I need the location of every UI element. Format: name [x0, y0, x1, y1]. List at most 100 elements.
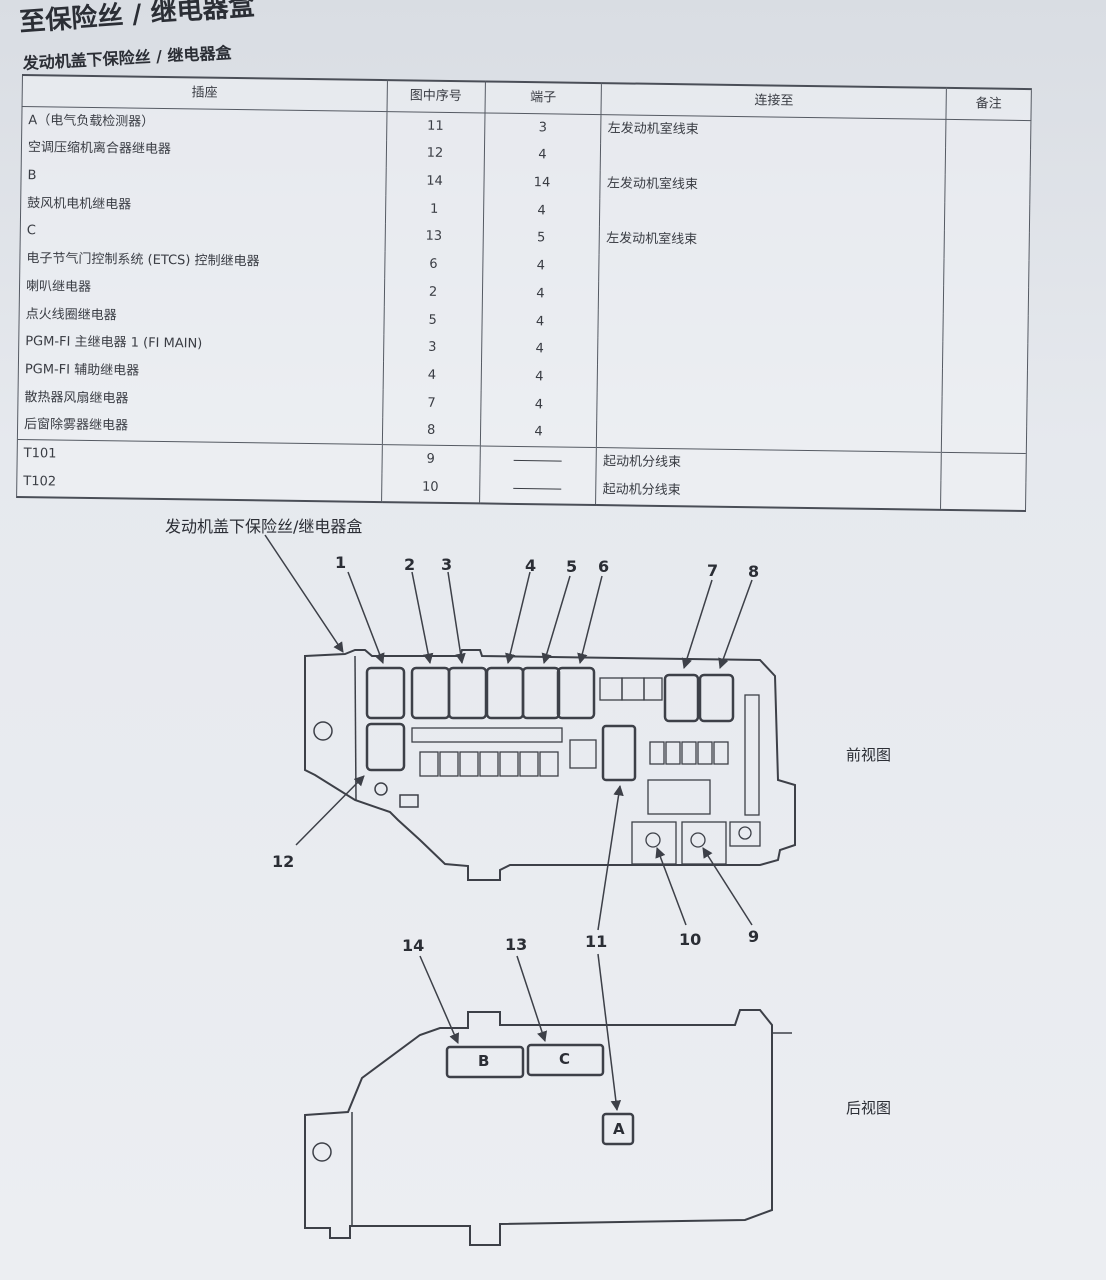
front-view-label: 前视图 — [846, 746, 892, 764]
cell-index: 6 — [384, 250, 483, 280]
relay-2 — [410, 666, 451, 720]
section-title: 至保险丝 / 继电器盒 — [18, 0, 256, 38]
header-connects-to: 连接至 — [601, 83, 947, 120]
callout-11: 11 — [585, 932, 608, 951]
table-title: 发动机盖下保险丝 / 继电器盒 — [22, 43, 232, 73]
cell-notes — [944, 230, 1030, 260]
cell-notes — [945, 119, 1031, 149]
callout-10: 10 — [679, 930, 702, 949]
callout-13: 13 — [505, 935, 528, 954]
header-terminals: 端子 — [484, 81, 602, 115]
cell-connector: PGM-FI 主继电器 1 (FI MAIN) — [18, 328, 384, 362]
callout-7: 7 — [707, 561, 719, 580]
connector-table: 插座 图中序号 端子 连接至 备注 A（电气负载检测器） 11 3 左发动机室线… — [16, 74, 1032, 513]
cell-index: 12 — [385, 139, 485, 169]
connector-b — [445, 1045, 525, 1079]
mount-hole-icon — [313, 721, 333, 741]
callout-2: 2 — [404, 555, 416, 574]
cell-connects-to: 左发动机室线束 — [600, 170, 946, 204]
connector-c — [526, 1043, 605, 1077]
callout-3: 3 — [441, 555, 453, 574]
front-view-housing — [304, 649, 796, 881]
fuse-box-diagram — [264, 534, 796, 1246]
cell-index: 7 — [382, 389, 481, 419]
callout-9: 9 — [748, 927, 760, 946]
cell-connects-to: 左发动机室线束 — [601, 114, 946, 148]
cell-connector: 点火线圈继电器 — [18, 300, 384, 334]
relay-1 — [365, 666, 406, 720]
cell-notes — [943, 258, 1030, 288]
cell-terminals: 4 — [480, 390, 598, 420]
cell-index: 2 — [383, 278, 483, 308]
relay-12 — [365, 722, 406, 772]
cell-connector: 鼓风机电机继电器 — [20, 190, 386, 223]
relay-8 — [698, 673, 735, 723]
cell-notes — [940, 452, 1027, 483]
cell-connector: T102 — [16, 468, 382, 503]
connector-label-b: B — [478, 1052, 490, 1070]
cell-index: 3 — [383, 333, 482, 363]
cell-terminals: 4 — [483, 141, 602, 171]
header-connector: 插座 — [22, 75, 388, 112]
relay-6 — [556, 666, 596, 720]
cell-index: 10 — [381, 473, 480, 504]
cell-terminals: 4 — [479, 418, 598, 449]
relay-3 — [447, 666, 488, 720]
cell-index: 1 — [385, 195, 484, 225]
connector-label-a: A — [613, 1120, 625, 1138]
rear-view-housing — [304, 1009, 773, 1246]
cell-notes — [944, 203, 1030, 232]
callout-4: 4 — [525, 556, 537, 575]
cell-index: 14 — [385, 167, 484, 197]
cell-index: 8 — [381, 416, 481, 447]
cell-notes — [942, 313, 1029, 343]
cell-terminals: 4 — [482, 196, 601, 226]
cell-index: 11 — [386, 111, 485, 142]
dash-mark — [514, 459, 563, 462]
cell-terminals: 5 — [482, 224, 600, 254]
header-notes: 备注 — [945, 87, 1032, 121]
cell-notes — [942, 369, 1028, 399]
cell-notes — [941, 424, 1027, 455]
callout-8: 8 — [748, 562, 760, 581]
cell-index: 4 — [382, 361, 482, 391]
relay-7 — [663, 673, 700, 723]
box-label: 发动机盖下保险丝/继电器盒 — [165, 517, 363, 536]
dash-mark — [513, 487, 562, 490]
cell-terminals: 4 — [480, 362, 598, 393]
cell-terminals: 4 — [481, 279, 600, 310]
relay-4 — [485, 666, 525, 720]
cell-index: 5 — [383, 306, 482, 336]
cell-notes — [945, 147, 1031, 177]
callout-5: 5 — [566, 557, 578, 576]
cell-notes — [944, 175, 1031, 205]
cell-terminals: 4 — [481, 307, 599, 337]
mount-hole-icon — [312, 1142, 332, 1162]
callout-12: 12 — [272, 852, 295, 871]
relay-5 — [521, 666, 561, 720]
cell-terminals: 4 — [482, 251, 600, 282]
connector-a-front — [601, 724, 637, 782]
callout-6: 6 — [598, 557, 610, 576]
relay-row — [365, 666, 735, 782]
callout-14: 14 — [402, 936, 425, 955]
cell-connector: 电子节气门控制系统 (ETCS) 控制继电器 — [19, 245, 385, 279]
cell-connects-to: 起动机分线束 — [596, 448, 942, 482]
cell-terminals: 14 — [483, 168, 601, 199]
cell-index: 9 — [381, 445, 480, 475]
rear-view-label: 后视图 — [846, 1099, 892, 1117]
cell-connector: 空调压缩机离合器继电器 — [21, 134, 387, 168]
cell-terminals — [479, 446, 597, 477]
cell-notes — [942, 341, 1028, 371]
callout-1: 1 — [335, 553, 347, 572]
cell-index: 13 — [384, 222, 483, 252]
cell-connector: 散热器风扇继电器 — [17, 384, 383, 417]
cell-connector: PGM-FI 辅助继电器 — [18, 356, 384, 390]
cell-notes — [943, 286, 1029, 316]
cell-notes — [941, 396, 1028, 426]
cell-connects-to: 左发动机室线束 — [599, 225, 945, 259]
cell-connector: A（电气负载检测器） — [21, 106, 387, 140]
connector-label-c: C — [559, 1050, 571, 1068]
header-index: 图中序号 — [386, 80, 485, 113]
